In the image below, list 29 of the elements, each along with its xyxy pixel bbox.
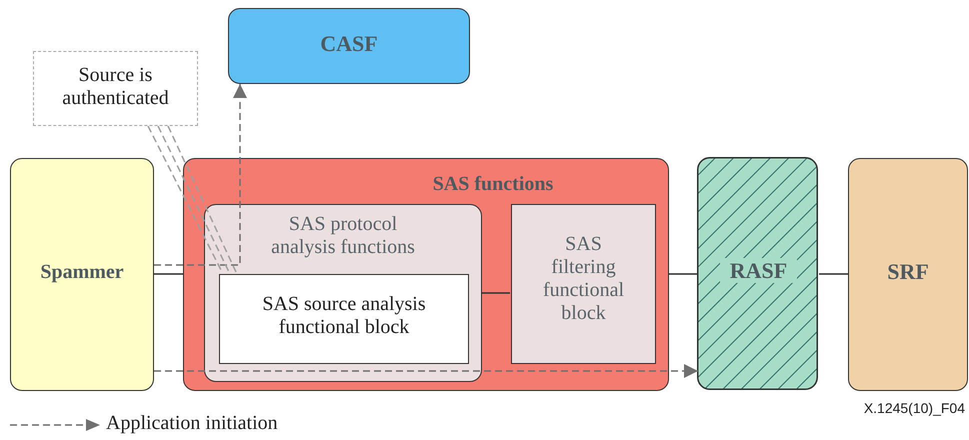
node-label: CASF xyxy=(319,31,379,56)
callout-box xyxy=(33,51,198,126)
callout-text: Source is authenticated xyxy=(61,64,170,110)
connector-line xyxy=(669,273,698,275)
node-label: SAS filtering functional block xyxy=(542,233,626,325)
leader-line xyxy=(167,126,237,272)
connector-line xyxy=(481,292,510,294)
process-box xyxy=(848,158,968,391)
process-box xyxy=(219,274,469,364)
connector-line xyxy=(819,273,848,275)
process-box xyxy=(228,8,470,84)
node-label: Spammer xyxy=(39,261,125,284)
node-label: SAS protocol analysis functions xyxy=(270,213,416,259)
legend-text: Application initiation xyxy=(106,412,278,435)
leader-line xyxy=(157,126,230,272)
connector-line xyxy=(154,273,183,275)
node-label: RASF xyxy=(720,258,797,284)
node-label: SAS source analysis functional block xyxy=(261,293,427,339)
group-box xyxy=(183,158,669,391)
process-box xyxy=(698,158,819,391)
arrow xyxy=(154,84,247,266)
process-box xyxy=(10,158,154,391)
process-box xyxy=(204,204,482,382)
process-box xyxy=(511,204,656,364)
node-label: SRF xyxy=(886,259,930,284)
group-title: SAS functions xyxy=(432,173,554,196)
leader-line xyxy=(147,126,223,272)
figure-id: X.1245(10)_F04 xyxy=(864,400,965,416)
arrow xyxy=(154,364,698,378)
